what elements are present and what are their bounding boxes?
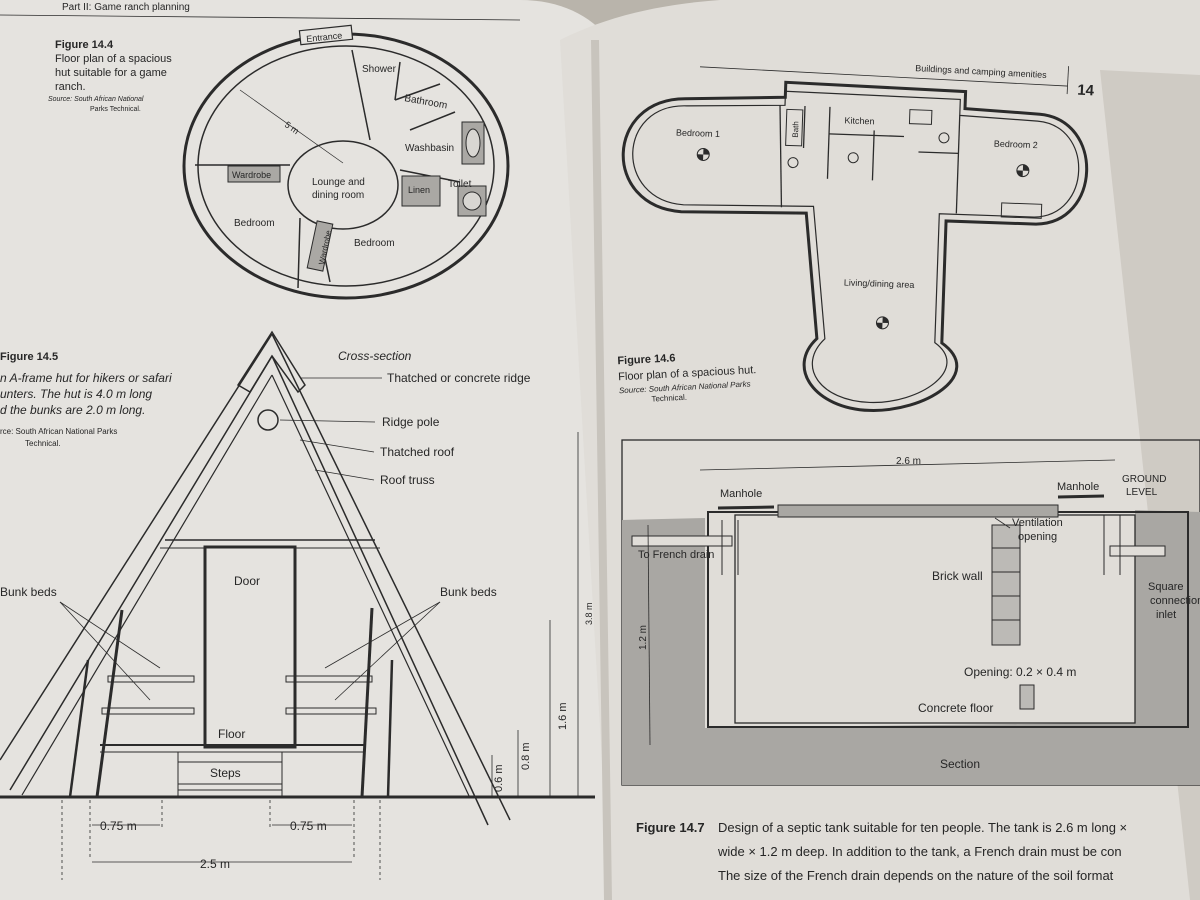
fig145-floor: Floor: [218, 727, 245, 741]
fig147-ground-2: LEVEL: [1126, 487, 1158, 498]
gutter: [591, 39, 612, 900]
left-page: [0, 0, 610, 900]
fig144-toilet: Toilet: [448, 179, 472, 190]
fig145-steps: Steps: [210, 766, 241, 780]
fig144-source-1: Source: South African National: [48, 96, 144, 103]
fig147-square-1: Square: [1148, 581, 1183, 593]
fig145-dim-h2: 0.8 m: [520, 742, 532, 770]
fig144-washbasin: Washbasin: [405, 143, 454, 154]
fig147-french-drain: To French drain: [638, 549, 714, 561]
fig145-cross-section: Cross-section: [338, 349, 412, 363]
fig147-opening: Opening: 0.2 × 0.4 m: [964, 665, 1076, 679]
chapter-number: 14: [1077, 82, 1095, 100]
figure-14-5: Figure 14.5 n A-frame hut for hikers or …: [0, 330, 595, 880]
fig144-caption-1: Floor plan of a spacious: [55, 53, 172, 65]
fig147-vent-1: Ventilation: [1012, 517, 1063, 529]
fig144-wardrobe-a: Wardrobe: [232, 170, 271, 180]
fig147-square-2: connection: [1150, 595, 1200, 607]
fig144-label: Figure 14.4: [55, 39, 114, 51]
fig146-bedroom2: Bedroom 2: [994, 139, 1038, 151]
fig145-thatched-roof: Thatched roof: [380, 445, 455, 459]
figure-14-7: 2.6 m 1.2 m Manhole Manhole GROUND LEVEL…: [621, 439, 1200, 883]
fig144-linen: Linen: [408, 185, 430, 195]
fig147-caption-1: Design of a septic tank suitable for ten…: [718, 820, 1127, 835]
fig147-caption-label: Figure 14.7: [636, 820, 705, 835]
fig147-vent-2: opening: [1018, 531, 1057, 543]
fig147-width: 2.6 m: [896, 456, 921, 467]
fig147-manhole-left: Manhole: [720, 488, 762, 500]
fig145-roof-truss: Roof truss: [380, 473, 435, 487]
fig145-caption-3: d the bunks are 2.0 m long.: [0, 403, 145, 417]
fig146-source-2: Technical.: [651, 393, 687, 404]
fig144-lounge-2: dining room: [312, 190, 364, 201]
fig145-dim-w1: 0.75 m: [100, 819, 137, 833]
fig145-dim-w3: 2.5 m: [200, 857, 230, 871]
fig144-entrance: Entrance: [306, 30, 343, 44]
fig144-shower: Shower: [362, 64, 397, 75]
fig145-dim-h4: 3.8 m: [584, 602, 594, 625]
fig145-caption-2: unters. The hut is 4.0 m long: [0, 387, 152, 401]
fig145-dim-h3: 1.6 m: [557, 702, 569, 730]
fig144-caption-2: hut suitable for a game: [55, 67, 167, 79]
fig147-concrete-floor: Concrete floor: [918, 701, 993, 715]
fig146-bedroom1: Bedroom 1: [676, 128, 720, 140]
fig147-manhole-right: Manhole: [1057, 481, 1099, 493]
header-left: Part II: Game ranch planning: [62, 2, 190, 13]
fig146-label: Figure 14.6: [617, 352, 676, 367]
fig145-label: Figure 14.5: [0, 351, 58, 363]
fig144-bedroom-a: Bedroom: [234, 218, 275, 229]
fig144-lounge-1: Lounge and: [312, 177, 365, 188]
fig144-caption-3: ranch.: [55, 81, 86, 93]
fig145-ridge: Thatched or concrete ridge: [387, 371, 531, 385]
fig145-bunk-left: Bunk beds: [0, 585, 57, 599]
fig145-source-2: Technical.: [25, 439, 61, 448]
fig146-living: Living/dining area: [844, 277, 915, 289]
fig144-source-2: Parks Technical.: [90, 106, 141, 113]
fig145-dim-h1: 0.6 m: [493, 764, 505, 792]
fig147-caption-2: wide × 1.2 m deep. In addition to the ta…: [717, 844, 1122, 859]
fig145-door: Door: [234, 574, 260, 588]
figure-14-6: Bath Bedroom 1 Bedroom 2 Kitchen Living/…: [621, 80, 1089, 412]
fig146-kitchen: Kitchen: [844, 115, 874, 126]
fig145-ridge-pole: Ridge pole: [382, 415, 440, 429]
fig147-section: Section: [940, 757, 980, 771]
fig147-ground-1: GROUND: [1122, 474, 1166, 485]
fig147-square-3: inlet: [1156, 609, 1176, 621]
fig145-source-1: rce: South African National Parks: [0, 427, 117, 436]
fig147-depth: 1.2 m: [638, 625, 649, 650]
fig146-bath: Bath: [791, 121, 801, 138]
fig147-caption-3: The size of the French drain depends on …: [718, 868, 1114, 883]
fig147-brick-wall: Brick wall: [932, 569, 983, 583]
fig145-caption-1: n A-frame hut for hikers or safari: [0, 371, 172, 385]
fig145-dim-w2: 0.75 m: [290, 819, 327, 833]
fig144-bedroom-b: Bedroom: [354, 238, 395, 249]
fig145-bunk-right: Bunk beds: [440, 585, 497, 599]
